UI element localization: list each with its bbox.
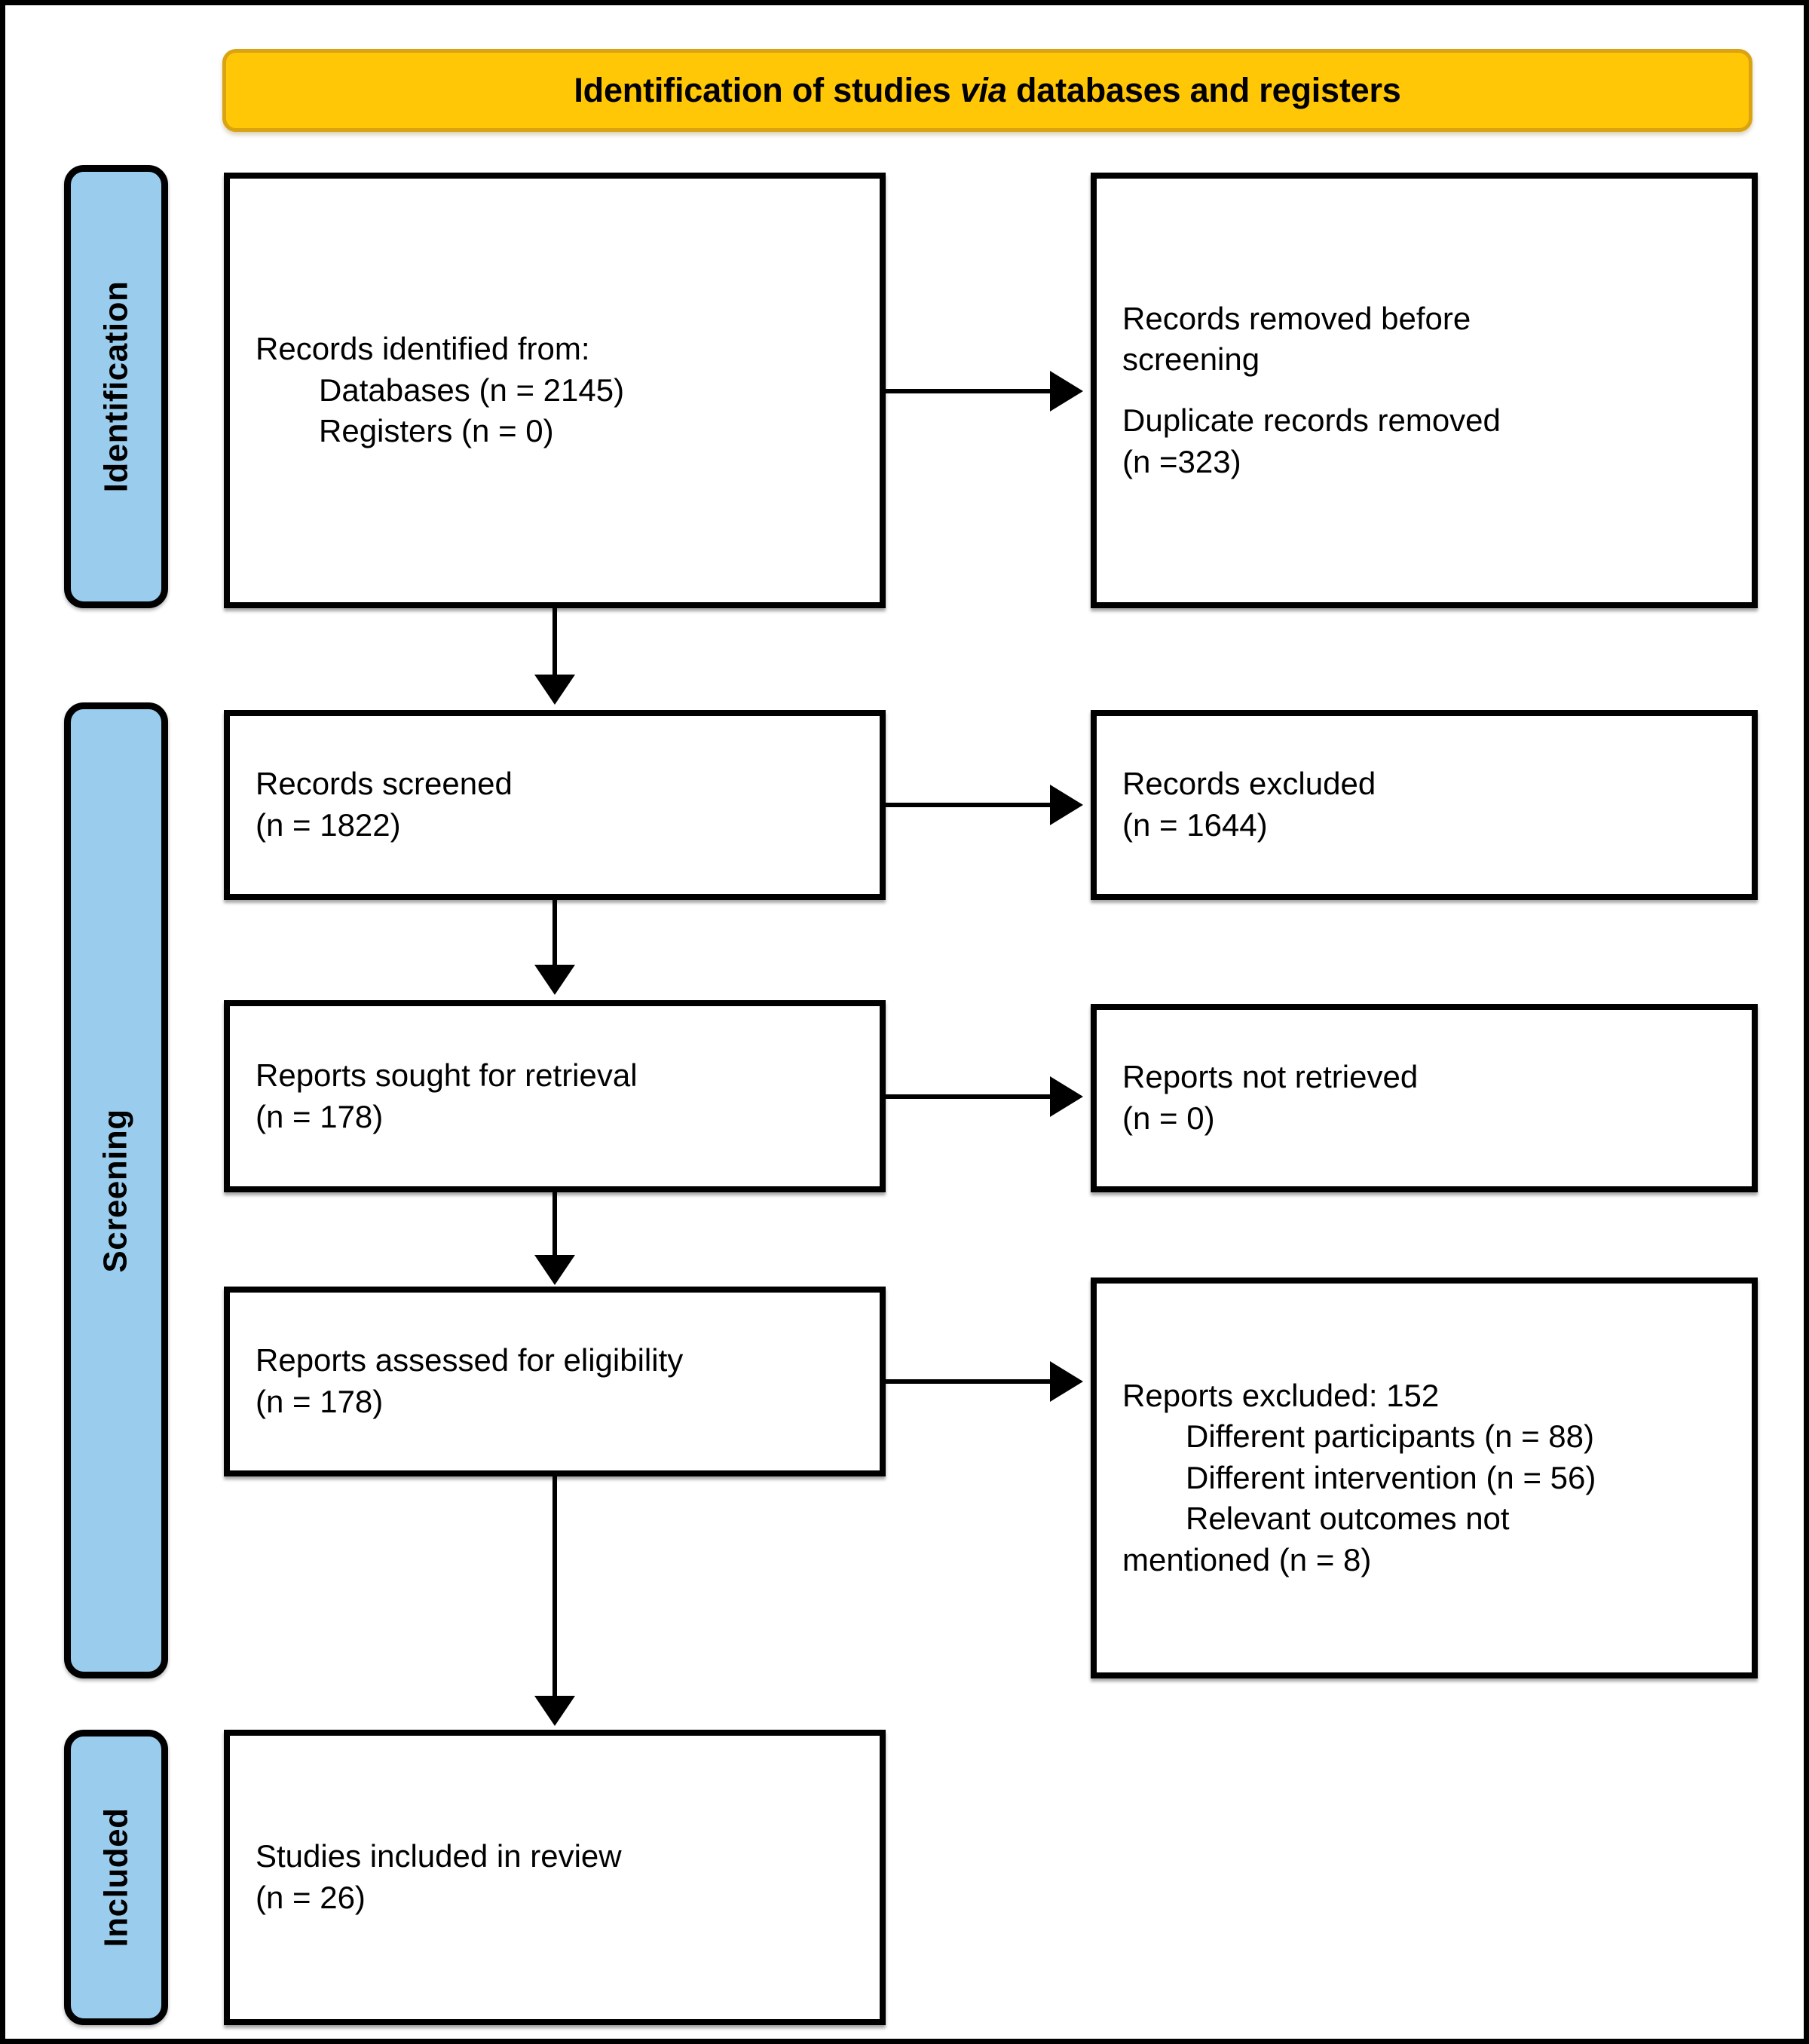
node-reports-excluded-line5: mentioned (n = 8) (1122, 1541, 1372, 1577)
node-records-screened-line2: (n = 1822) (256, 807, 401, 843)
connector-assessed-to-reports-excluded-line (886, 1379, 1056, 1384)
node-records-identified: Records identified from: Databases (n = … (224, 173, 886, 608)
arrow-right-icon-sought-to-not-retrieved (1050, 1076, 1083, 1117)
node-reports-assessed-line1: Reports assessed for eligibility (256, 1342, 684, 1378)
connector-screened-to-excluded-line (886, 803, 1056, 807)
arrow-right-icon-identified-to-removed (1050, 371, 1083, 412)
node-records-identified-line3: Registers (n = 0) (319, 413, 554, 449)
connector-sought-to-not-retrieved-line (886, 1094, 1056, 1099)
stage-label-screening: Screening (64, 702, 168, 1678)
connector-assessed-to-included-line (552, 1476, 557, 1701)
arrow-right-icon-screened-to-excluded (1050, 785, 1083, 825)
page-title-suffix: databases and registers (1006, 71, 1401, 109)
node-records-removed-line1: Records removed before (1122, 300, 1471, 336)
node-reports-excluded-line1: Reports excluded: 152 (1122, 1377, 1440, 1413)
node-reports-excluded: Reports excluded: 152 Different particip… (1091, 1278, 1758, 1678)
node-reports-excluded-line3: Different intervention (n = 56) (1186, 1459, 1596, 1495)
node-reports-excluded-line2: Different participants (n = 88) (1186, 1418, 1595, 1455)
connector-identified-to-removed-line (886, 389, 1056, 393)
stage-label-included: Included (64, 1730, 168, 2025)
node-reports-assessed: Reports assessed for eligibility (n = 17… (224, 1287, 886, 1476)
arrow-down-icon-identified-to-screened (534, 675, 575, 705)
node-records-excluded-line1: Records excluded (1122, 766, 1376, 802)
stage-label-identification-text: Identification (97, 280, 134, 493)
node-records-screened: Records screened (n = 1822) (224, 710, 886, 900)
node-reports-sought: Reports sought for retrieval (n = 178) (224, 1000, 886, 1192)
node-records-removed: Records removed before screening Duplica… (1091, 173, 1758, 608)
page-title-italic: via (960, 71, 1007, 109)
node-records-screened-line1: Records screened (256, 766, 513, 802)
page-title-prefix: Identification of studies (574, 71, 960, 109)
node-reports-not-retrieved-line1: Reports not retrieved (1122, 1059, 1419, 1095)
node-reports-assessed-line2: (n = 178) (256, 1384, 384, 1419)
node-studies-included: Studies included in review (n = 26) (224, 1730, 886, 2025)
node-records-removed-line4: (n =323) (1122, 443, 1241, 479)
node-studies-included-line2: (n = 26) (256, 1880, 366, 1915)
node-records-removed-line3: Duplicate records removed (1122, 402, 1501, 438)
page-title: Identification of studies via databases … (574, 71, 1400, 110)
node-records-identified-line1: Records identified from: (256, 331, 590, 367)
node-reports-not-retrieved: Reports not retrieved (n = 0) (1091, 1004, 1758, 1192)
stage-label-screening-text: Screening (97, 1108, 134, 1273)
connector-screened-to-sought-line (552, 900, 557, 970)
node-records-removed-line2: screening (1122, 341, 1260, 378)
node-records-excluded-line2: (n = 1644) (1122, 807, 1268, 843)
arrow-down-icon-screened-to-sought (534, 965, 575, 995)
stage-label-included-text: Included (97, 1807, 134, 1948)
node-reports-sought-line1: Reports sought for retrieval (256, 1057, 638, 1093)
node-studies-included-line1: Studies included in review (256, 1838, 622, 1874)
arrow-right-icon-assessed-to-reports-excluded (1050, 1361, 1083, 1402)
node-reports-sought-line2: (n = 178) (256, 1098, 384, 1134)
stage-label-identification: Identification (64, 165, 168, 608)
connector-identified-to-screened-line (552, 608, 557, 680)
node-records-excluded: Records excluded (n = 1644) (1091, 710, 1758, 900)
header-banner: Identification of studies via databases … (222, 49, 1752, 132)
node-records-identified-line2: Databases (n = 2145) (319, 372, 625, 408)
node-reports-not-retrieved-line2: (n = 0) (1122, 1100, 1215, 1136)
node-reports-excluded-line4: Relevant outcomes not (1186, 1501, 1510, 1537)
arrow-down-icon-sought-to-assessed (534, 1255, 575, 1285)
connector-sought-to-assessed-line (552, 1192, 557, 1259)
arrow-down-icon-assessed-to-included (534, 1696, 575, 1726)
